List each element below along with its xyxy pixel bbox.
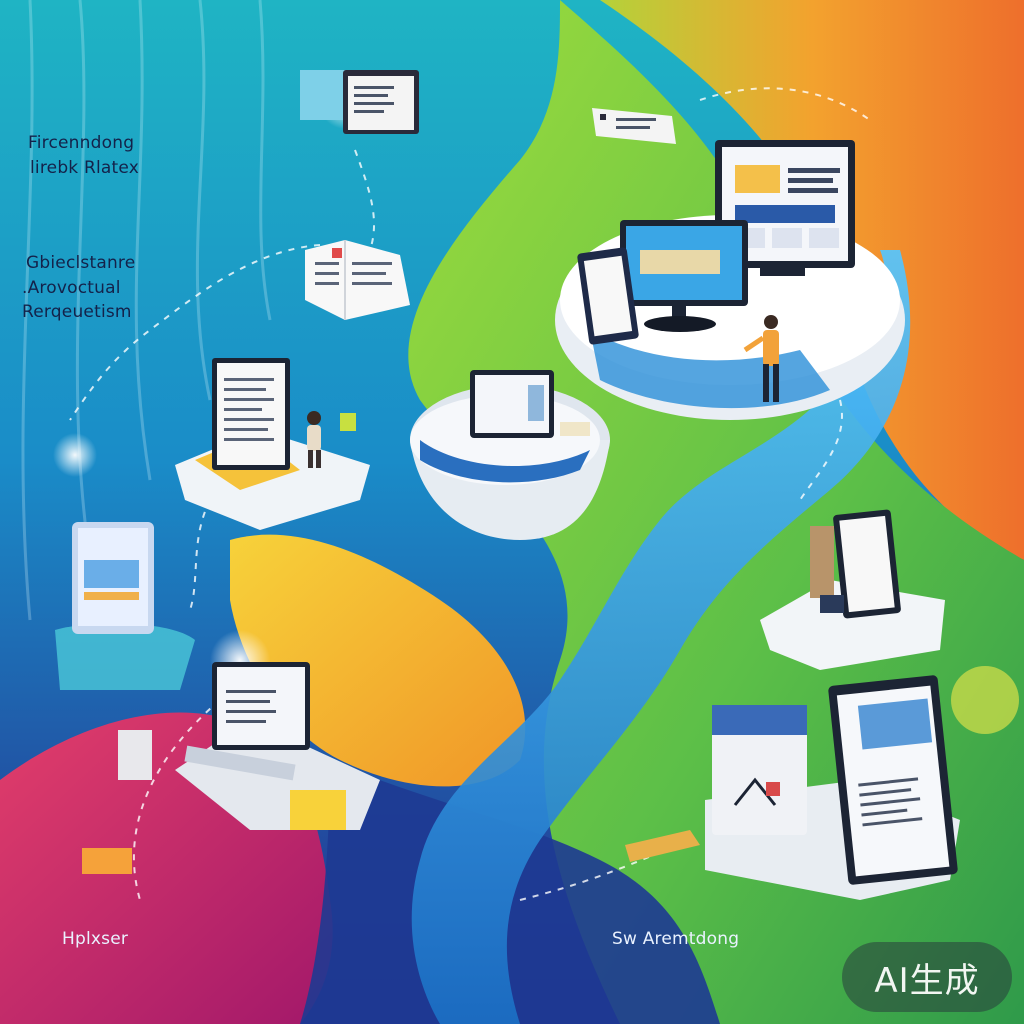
- label-bottom-center: Sw Aremtdong: [612, 929, 740, 949]
- label-mid-left-line1: Gbieclstanre: [26, 253, 136, 273]
- label-mid-left-line2: .Arovoctual: [22, 278, 121, 298]
- label-top-left-line2: lirebk Rlatex: [30, 158, 139, 178]
- ai-generated-watermark: AI生成: [842, 942, 1012, 1012]
- island-main-monitors: [555, 140, 905, 420]
- label-bottom-left: Hplxser: [62, 929, 129, 949]
- label-mid-left-line3: Rerqeuetism: [22, 302, 132, 322]
- floating-doc-top: [300, 70, 419, 134]
- island-left-document: [175, 358, 370, 530]
- island-center-monitor: [410, 370, 610, 540]
- floating-brochure: [305, 240, 410, 320]
- label-top-left-line1: Fircenndong: [28, 133, 135, 153]
- bottom-right-monitors: [625, 666, 1019, 900]
- island-right-monitor: [760, 509, 945, 670]
- left-tablet: [55, 522, 195, 690]
- floating-card: [592, 108, 676, 144]
- bottom-left-workstation: [82, 662, 380, 874]
